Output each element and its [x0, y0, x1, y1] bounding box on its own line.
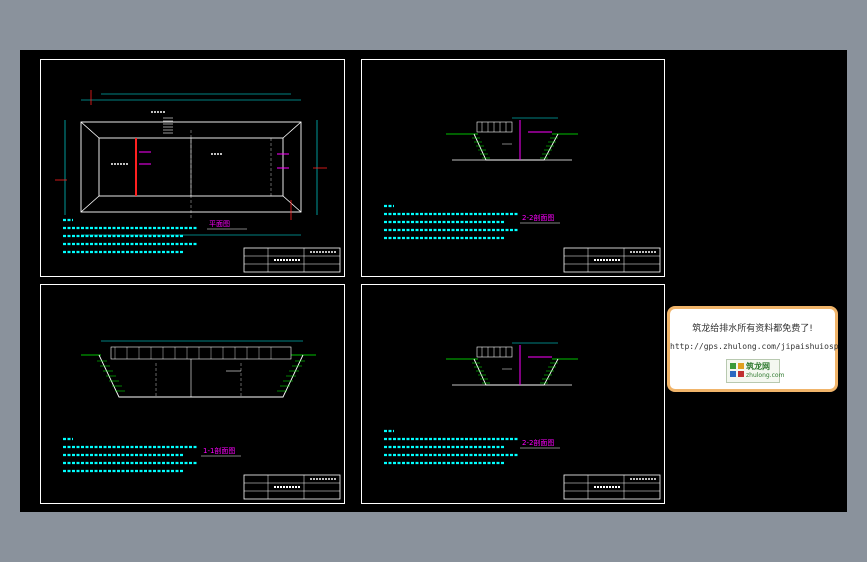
drawing-section-1-1: 1-1剖面图 — [63, 340, 341, 500]
drawing-sheet-section-2-2b[interactable]: 2-2剖面图 — [361, 284, 665, 504]
promo-text: 筑龙给排水所有资料都免费了! — [692, 324, 813, 334]
zhulong-logo: 筑龙网 zhulong.com — [726, 359, 784, 383]
sheet-label-plan: 平面图 — [209, 220, 230, 228]
drawing-sheet-plan[interactable]: 平面图 — [40, 59, 345, 277]
title-block — [563, 247, 661, 273]
drawing-section-2-2: 2-2剖面图 — [384, 117, 661, 273]
title-block — [243, 247, 341, 273]
sheet-label-section-2-2: 2-2剖面图 — [522, 213, 554, 222]
promo-banner[interactable]: 筑龙给排水所有资料都免费了! http://gps.zhulong.com/ji… — [667, 306, 839, 392]
drawing-sheet-section-1-1[interactable]: 1-1剖面图 — [40, 284, 345, 504]
cad-drawing-canvas[interactable]: 平面图 2-2剖面图 1-1剖面图 2-2剖面图 — [20, 50, 847, 512]
drawing-plan: 平面图 — [55, 90, 341, 273]
zhulong-logo-icon — [730, 363, 744, 377]
drawing-section-2-2b: 2-2剖面图 — [384, 342, 661, 500]
title-block — [243, 474, 341, 500]
logo-text: 筑龙网 — [746, 362, 770, 371]
sheet-label-section-2-2b: 2-2剖面图 — [522, 438, 554, 447]
sheet-label-section-1-1: 1-1剖面图 — [203, 446, 235, 455]
logo-subtext: zhulong.com — [746, 372, 785, 379]
title-block — [563, 474, 661, 500]
promo-url[interactable]: http://gps.zhulong.com/jipaishuiosp — [670, 342, 839, 351]
drawing-sheet-section-2-2[interactable]: 2-2剖面图 — [361, 59, 665, 277]
